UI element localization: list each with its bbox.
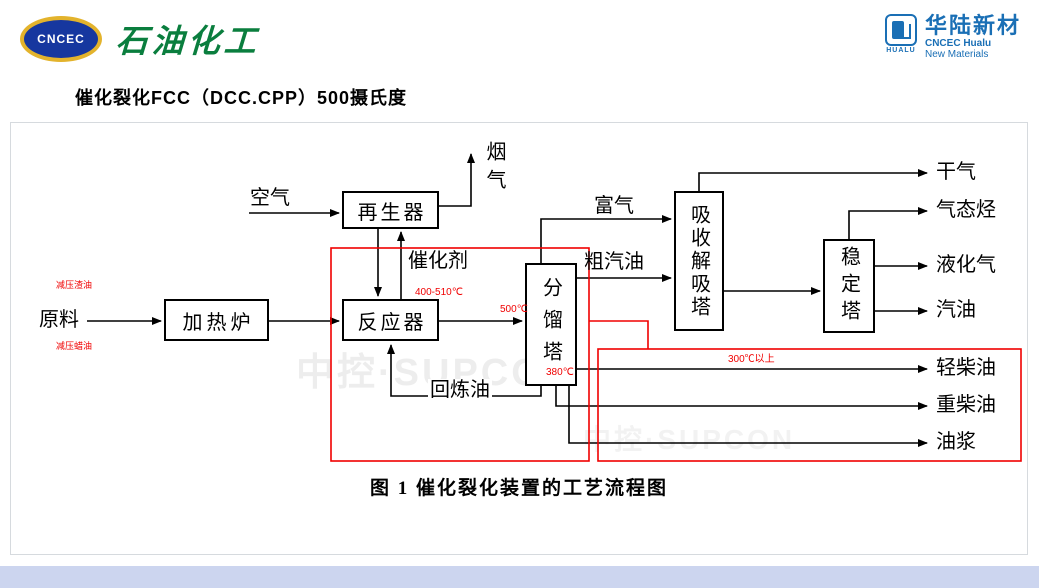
hualu-brand-en2: New Materials xyxy=(924,49,989,61)
label-gasoline: 汽油 xyxy=(936,299,976,321)
watermark: 中控·SUPCON xyxy=(583,424,796,455)
cncec-emblem-icon: CNCEC xyxy=(20,16,102,62)
annotation-reactor-temp: 400-510℃ xyxy=(415,287,463,298)
box-stabilizer: 稳定塔 xyxy=(823,239,875,333)
line-dry-gas xyxy=(698,169,928,191)
annotation-vacuum-wax-oil: 减压蜡油 xyxy=(56,341,93,351)
label-crude-gasoline: 粗汽油 xyxy=(584,251,644,273)
line-regenerator-to-flue-gas xyxy=(439,153,475,207)
label-catalyst: 催化剂 xyxy=(408,250,468,272)
process-flow-diagram: 中控·SUPCON 中控·SUPCON xyxy=(10,122,1028,555)
highlight-rect-diesel-section xyxy=(597,348,1022,462)
box-fractionator: 分馏塔 xyxy=(525,263,577,386)
line-heavy-diesel xyxy=(555,386,928,410)
brand-text-petrochemical: 石油化工 xyxy=(114,23,261,59)
label-oil-slurry: 油浆 xyxy=(936,431,976,453)
box-absorber-desorber: 吸收解吸塔 xyxy=(674,191,724,331)
highlight-rect-reactor-section xyxy=(330,247,590,462)
box-reactor: 反应器 xyxy=(342,299,439,341)
label-rich-gas: 富气 xyxy=(594,195,634,217)
label-lpg: 液化气 xyxy=(936,254,996,276)
line-oil-slurry xyxy=(568,386,928,447)
label-dry-gas: 干气 xyxy=(936,161,976,183)
hualu-text-block: 华陆新材 CNCEC Hualu New Materials xyxy=(925,14,1021,60)
highlight-connector-line xyxy=(589,320,649,349)
label-flue-gas: 烟气 xyxy=(483,141,505,197)
label-light-diesel: 轻柴油 xyxy=(936,357,996,379)
figure-caption: 图 1 催化裂化装置的工艺流程图 xyxy=(369,478,668,499)
box-regenerator: 再生器 xyxy=(342,191,439,229)
box-heating-furnace: 加热炉 xyxy=(164,299,269,341)
label-gaseous-hydrocarbon: 气态烃 xyxy=(936,199,996,221)
label-air: 空气 xyxy=(250,187,290,209)
label-feed: 原料 xyxy=(39,309,79,331)
annotation-380c: 380℃ xyxy=(546,367,574,378)
hualu-brand-cn: 华陆新材 xyxy=(924,13,1021,38)
hualu-logo-icon xyxy=(884,14,917,46)
hualu-brand-en1: CNCEC Hualu xyxy=(924,38,992,50)
annotation-300c-above: 300℃以上 xyxy=(728,354,775,365)
cncec-logo: CNCEC 石油化工 xyxy=(20,16,261,62)
hualu-icon-label: HUALU xyxy=(886,47,916,54)
line-gaseous-hydrocarbon xyxy=(848,207,928,239)
page-title: 催化裂化FCC（DCC.CPP）500摄氏度 xyxy=(75,88,408,108)
hualu-logo: HUALU 华陆新材 CNCEC Hualu New Materials xyxy=(884,14,1021,60)
annotation-vacuum-residue: 减压渣油 xyxy=(56,280,93,290)
bottom-scrollbar[interactable] xyxy=(0,566,1039,588)
cncec-emblem-text: CNCEC xyxy=(37,32,85,46)
label-heavy-diesel: 重柴油 xyxy=(936,394,996,416)
label-recycle-oil: 回炼油 xyxy=(428,379,492,401)
annotation-500c: 500℃ xyxy=(500,304,528,315)
hualu-logo-icon-wrap: HUALU xyxy=(884,14,917,54)
